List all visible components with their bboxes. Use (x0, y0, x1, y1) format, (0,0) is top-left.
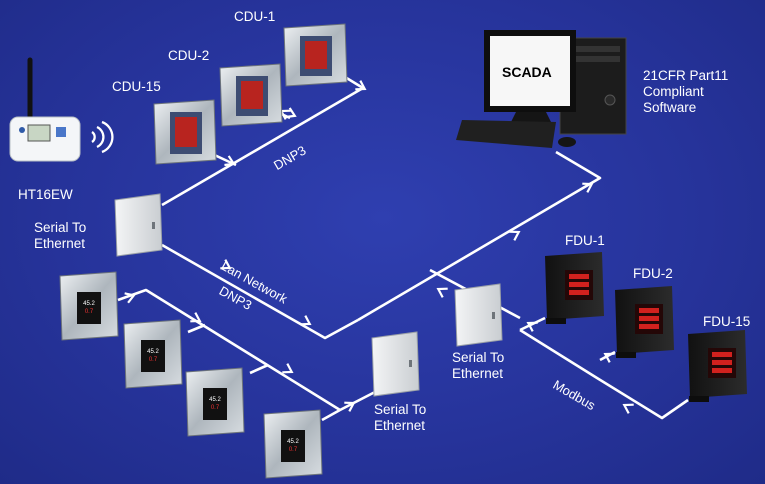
serial-center-label-line-1: Serial To (374, 402, 427, 417)
serial-top-label-line-1: Serial To (34, 220, 87, 235)
panel-1-readout-1: 45.2 (83, 301, 95, 307)
serial-cabinet-top (114, 193, 163, 257)
serial-center-label-line-2: Ethernet (374, 418, 426, 433)
serial-right-label: Serial To Ethernet (452, 350, 504, 382)
panel-2-readout-1: 45.2 (147, 349, 159, 355)
serial-cabinet-right (454, 283, 503, 347)
panel-4-readout-2: 0.7 (289, 447, 298, 453)
panel-device-2: 45.2 0.7 (123, 319, 183, 389)
cdu-15-device (153, 99, 217, 165)
scada-workstation (456, 30, 627, 148)
fdu-1-label: FDU-1 (565, 233, 605, 248)
panel-3-readout-1: 45.2 (209, 397, 221, 403)
software-label-line-1: 21CFR Part11 (643, 68, 729, 83)
panel-device-4: 45.2 0.7 (263, 409, 323, 479)
ht16ew-label: HT16EW (18, 187, 73, 202)
cdu-15-label: CDU-15 (112, 79, 161, 94)
serial-right-label-line-1: Serial To (452, 350, 505, 365)
panel-4-readout-1: 45.2 (287, 439, 299, 445)
serial-center-label: Serial To Ethernet (374, 402, 426, 434)
cdu-2-device (219, 63, 283, 127)
software-label-line-3: Software (643, 100, 697, 115)
fdu-15-label: FDU-15 (703, 314, 751, 329)
fdu-15-device (688, 330, 747, 402)
panel-device-1: 45.2 0.7 (59, 271, 119, 341)
panel-3-readout-2: 0.7 (211, 405, 220, 411)
panel-2-readout-2: 0.7 (149, 357, 158, 363)
serial-top-label-line-2: Ethernet (34, 236, 86, 251)
serial-cabinet-center (371, 331, 420, 397)
cdu-1-label: CDU-1 (234, 9, 276, 24)
software-label: 21CFR Part11 Compliant Software (643, 68, 728, 116)
cdu-2-label: CDU-2 (168, 48, 210, 63)
fdu-2-device (615, 286, 674, 358)
scada-screen-label: SCADA (502, 64, 552, 80)
panel-device-3: 45.2 0.7 (185, 367, 245, 437)
panel-1-readout-2: 0.7 (85, 309, 94, 315)
software-label-line-2: Compliant (643, 84, 704, 99)
fdu-2-label: FDU-2 (633, 266, 673, 281)
serial-right-label-line-2: Ethernet (452, 366, 504, 381)
cdu-1-device (283, 23, 348, 87)
ht16ew-device (9, 57, 114, 162)
fdu-1-device (545, 252, 604, 324)
serial-top-label: Serial To Ethernet (34, 220, 86, 252)
